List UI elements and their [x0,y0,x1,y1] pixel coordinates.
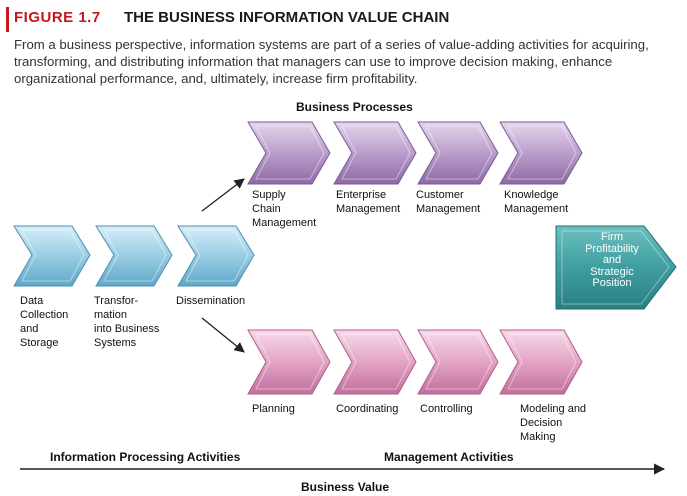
chevron-planning [247,329,331,395]
business-processes-header: Business Processes [296,100,413,114]
info-chain-chevrons [13,225,255,287]
chevron-enterprise [333,121,417,185]
business-value-header: Business Value [301,480,390,494]
label-controlling: Controlling [420,403,473,415]
chevron-data-collection [13,225,91,287]
chevron-controlling [417,329,499,395]
chevron-supply-chain [247,121,331,185]
figure-title: THE BUSINESS INFORMATION VALUE CHAIN [124,9,450,26]
chevron-modeling [499,329,583,395]
firm-profitability-arrow [555,225,677,310]
figure-accent-bar [6,7,9,32]
management-chevrons [247,329,583,395]
label-dissemination: Dissemination [176,295,246,307]
chevron-transformation [95,225,173,287]
info-processing-header: Information Processing Activities [50,450,241,464]
chevron-coordinating [333,329,417,395]
management-activities-header: Management Activities [384,450,514,464]
arrow-to-management [201,317,245,353]
figure-label: FIGURE 1.7 [14,9,101,26]
arrow-to-business-processes [201,178,245,212]
chevron-dissemination [177,225,255,287]
chevron-customer [417,121,499,185]
business-process-chevrons [247,121,583,185]
figure-caption: From a business perspective, information… [14,37,649,86]
label-coordinating: Coordinating [336,403,399,415]
chevron-knowledge [499,121,583,185]
label-planning: Planning [252,403,295,415]
